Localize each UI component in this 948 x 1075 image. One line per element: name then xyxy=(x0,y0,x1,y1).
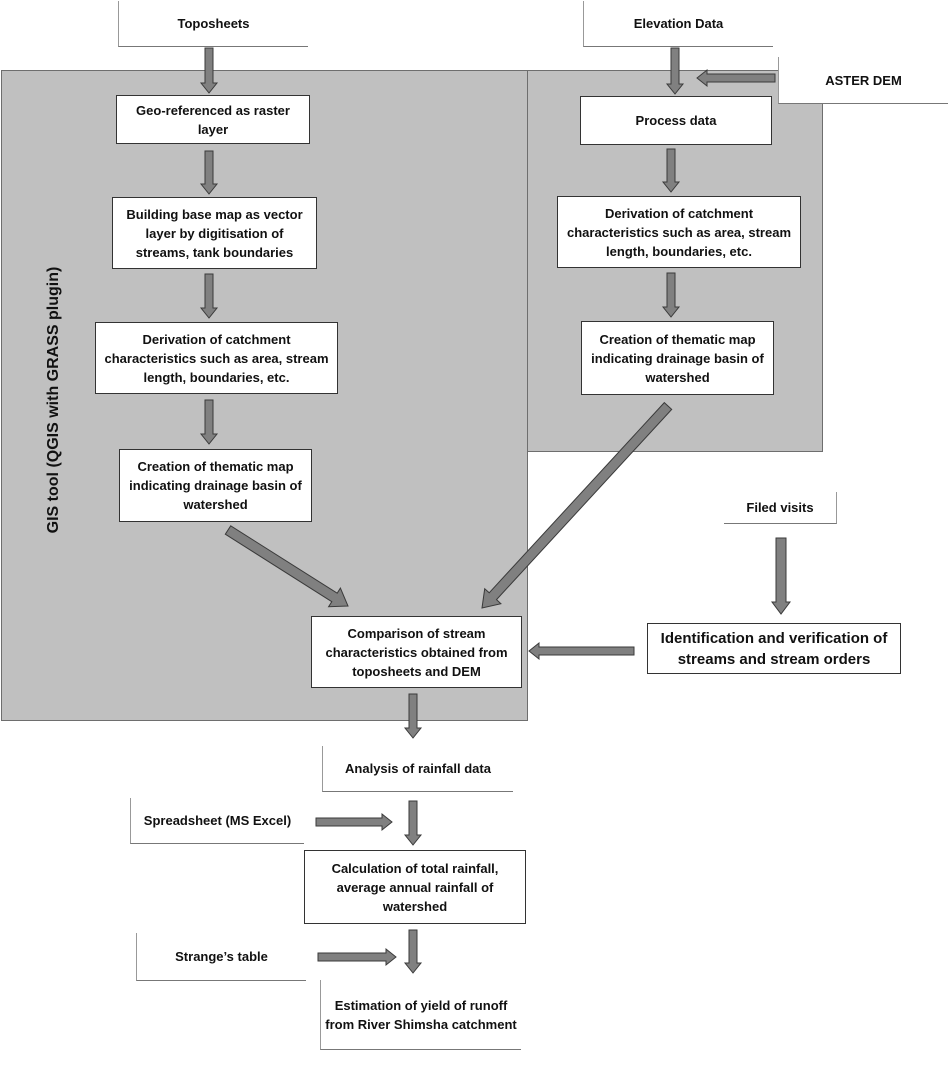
arrow-aster-to-process xyxy=(696,68,776,88)
arrow-strange-to-estimation xyxy=(317,947,397,967)
arrow-elevation-to-process xyxy=(665,47,685,95)
elevation-data-box: Elevation Data xyxy=(583,1,773,47)
arrow-process-to-derivation xyxy=(661,148,681,193)
derivation-left-box: Derivation of catchment characteristics … xyxy=(95,322,338,394)
rainfall-analysis-box: Analysis of rainfall data xyxy=(322,746,513,792)
aster-dem-box: ASTER DEM xyxy=(778,57,948,104)
arrow-basemap-to-derivation xyxy=(199,273,219,319)
thematic-right-box: Creation of thematic map indicating drai… xyxy=(581,321,774,395)
thematic-left-box: Creation of thematic map indicating drai… xyxy=(119,449,312,522)
comparison-box: Comparison of stream characteristics obt… xyxy=(311,616,522,688)
arrow-visits-to-identification xyxy=(771,537,791,615)
arrow-derivation-to-thematic xyxy=(199,399,219,445)
filed-visits-box: Filed visits xyxy=(724,492,837,524)
toposheets-box: Toposheets xyxy=(118,1,308,47)
arrow-georef-to-basemap xyxy=(199,150,219,195)
arrow-thematic-right-to-comparison xyxy=(481,401,673,609)
estimation-box: Estimation of yield of runoff from River… xyxy=(320,980,521,1050)
georeferenced-box: Geo-referenced as raster layer xyxy=(116,95,310,144)
gis-panel-left xyxy=(1,70,528,721)
spreadsheet-box: Spreadsheet (MS Excel) xyxy=(130,798,304,844)
derivation-right-box: Derivation of catchment characteristics … xyxy=(557,196,801,268)
arrow-rainfall-to-calculation xyxy=(403,800,423,846)
identification-box: Identification and verification of strea… xyxy=(647,623,901,674)
arrow-identification-to-comparison xyxy=(528,641,635,661)
arrow-comparison-to-rainfall xyxy=(403,693,423,739)
strange-table-box: Strange’s table xyxy=(136,933,306,981)
arrow-derivation-to-thematic-right xyxy=(661,272,681,318)
calculation-box: Calculation of total rainfall, average a… xyxy=(304,850,526,924)
arrow-thematic-to-comparison xyxy=(224,525,349,608)
arrow-calculation-to-estimation xyxy=(403,929,423,974)
process-data-box: Process data xyxy=(580,96,772,145)
arrow-toposheets-to-georef xyxy=(199,47,219,94)
arrow-spreadsheet-to-calculation xyxy=(315,812,393,832)
base-map-box: Building base map as vector layer by dig… xyxy=(112,197,317,269)
